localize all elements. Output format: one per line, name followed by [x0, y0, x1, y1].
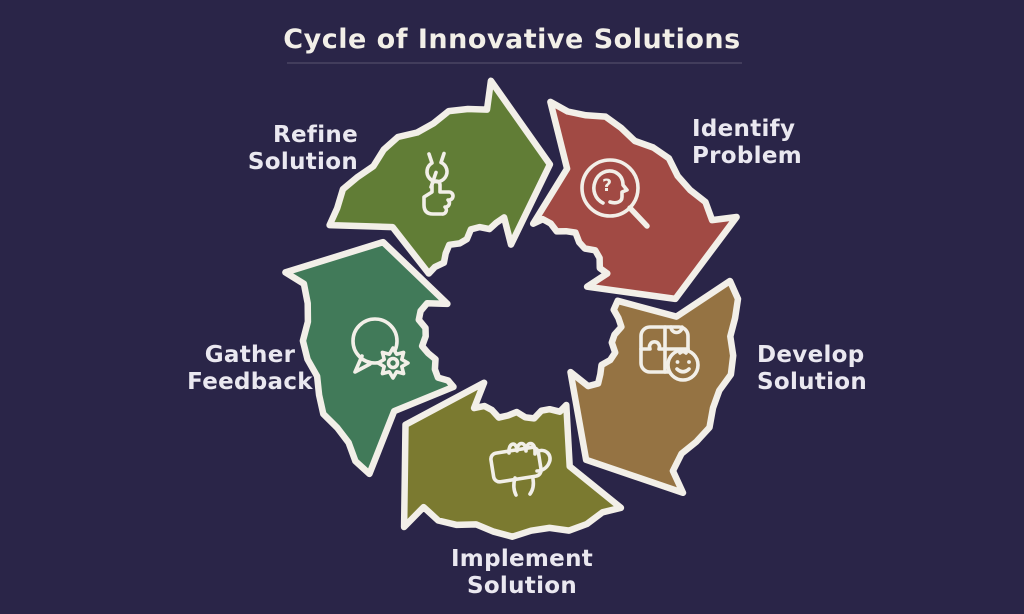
speech-bubble-tail: [353, 354, 372, 374]
label-refine-solution: Refine Solution: [216, 122, 358, 176]
question-mark: ?: [602, 176, 612, 196]
label-line-2: Solution: [757, 369, 868, 395]
card: [489, 445, 543, 484]
segment-refine-arrow: [326, 77, 554, 277]
smiley-mouth: [675, 367, 691, 374]
head-question-magnifier-icon: ?: [580, 158, 650, 229]
smiley-face: [666, 348, 700, 382]
puzzle-divider-horizontal: [639, 340, 690, 351]
fist-holding-card-icon: [489, 441, 552, 497]
head-profile: [592, 169, 629, 205]
diagram-title: Cycle of Innovative Solutions: [283, 24, 741, 55]
puzzle-notch: [669, 325, 684, 335]
gear-hole: [386, 356, 400, 370]
segment-gather-arrow: [282, 238, 457, 478]
wrist-lines: [512, 476, 536, 497]
speech-bubble-gear-icon: [351, 317, 410, 380]
title-underline: [287, 62, 742, 64]
label-identify-problem: Identify Problem: [692, 116, 802, 170]
label-line-1: Refine: [273, 122, 358, 148]
label-line-2: Solution: [247, 149, 358, 175]
label-line-1: Identify: [692, 116, 796, 142]
label-line-1: Implement: [450, 546, 594, 572]
cycle-arrows: [282, 77, 742, 540]
speech-bubble: [351, 317, 399, 365]
label-implement-solution: Implement Solution: [451, 546, 593, 600]
thumb: [534, 448, 552, 473]
label-line-2: Feedback: [187, 369, 313, 395]
label-line-1: Gather: [204, 342, 296, 368]
smiley-eye-right: [687, 360, 691, 364]
segment-implement-arrow: [400, 379, 625, 540]
magnifier-lens: [580, 158, 640, 218]
thumbs-up-hand: [422, 179, 455, 216]
puzzle-smiley-icon: [639, 325, 700, 382]
smiley-eye-left: [675, 360, 680, 364]
smiley-curl: [678, 349, 688, 355]
gear: [376, 346, 410, 380]
label-develop-solution: Develop Solution: [757, 342, 867, 396]
knuckles: [507, 441, 537, 456]
label-line-2: Problem: [692, 143, 803, 169]
label-gather-feedback: Gather Feedback: [187, 342, 313, 396]
label-line-2: Solution: [466, 573, 578, 599]
segment-develop-arrow: [567, 277, 742, 497]
label-line-1: Develop: [757, 342, 865, 368]
magnifier-handle: [627, 205, 650, 229]
wrench-thumbs-up-icon: [422, 151, 455, 216]
